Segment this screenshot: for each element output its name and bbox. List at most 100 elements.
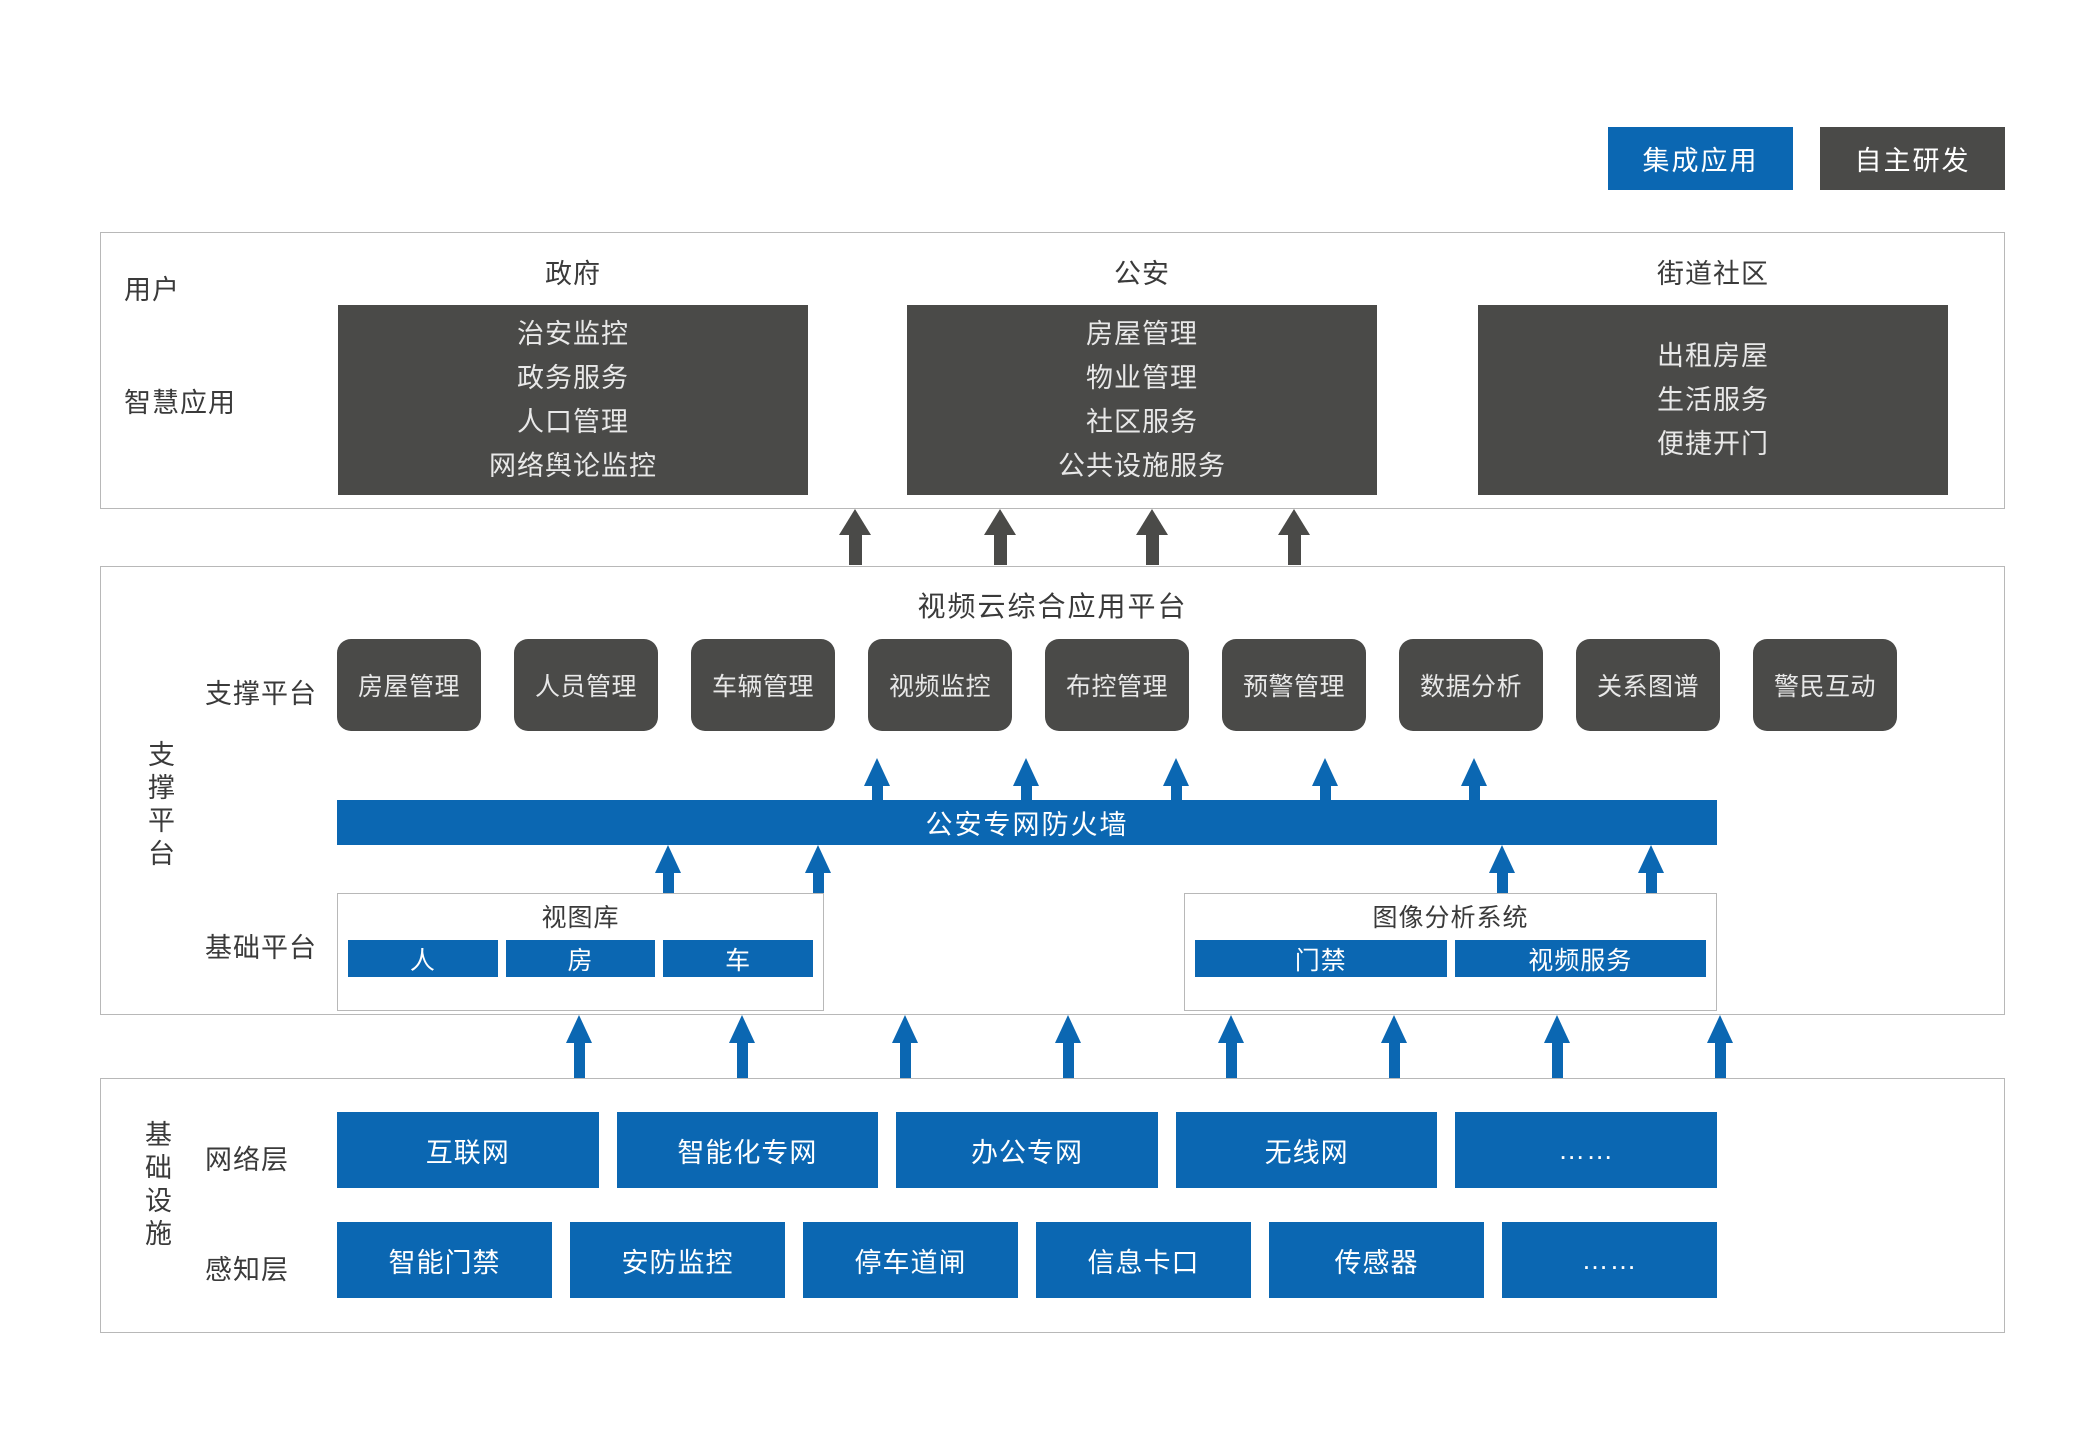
support-box-deployment-management[interactable]: 布控管理 <box>1045 639 1189 731</box>
platform-side-label: 支撑平台 <box>144 740 174 872</box>
arrow-platform-to-apps-1 <box>839 509 871 565</box>
app-item-government-3: 网络舆论监控 <box>489 451 657 481</box>
support-box-personnel-management[interactable]: 人员管理 <box>514 639 658 731</box>
perception-item-sensor[interactable]: 传感器 <box>1269 1222 1484 1298</box>
row-label-smart-app: 智慧应用 <box>124 388 236 418</box>
perception-item-label: …… <box>1581 1244 1638 1275</box>
firewall-label: 公安专网防火墙 <box>925 810 1129 840</box>
support-box-label: 房屋管理 <box>357 673 460 701</box>
base-group-view-library: 视图库 人 房 车 <box>337 893 824 1011</box>
support-box-label: 数据分析 <box>1419 673 1522 701</box>
app-column-title-government: 政府 <box>545 259 601 289</box>
app-box-street-community: 出租房屋 生活服务 便捷开门 <box>1478 305 1948 495</box>
row-label-network-layer: 网络层 <box>205 1145 289 1175</box>
app-item-public-security-1: 物业管理 <box>1086 363 1198 393</box>
perception-item-label: 传感器 <box>1334 1247 1419 1278</box>
arrow-infra-to-platform-1 <box>566 1015 592 1081</box>
network-item-ellipsis[interactable]: …… <box>1455 1112 1717 1188</box>
support-box-vehicle-management[interactable]: 车辆管理 <box>691 639 835 731</box>
arrow-infra-to-platform-6 <box>1381 1015 1407 1081</box>
base-group-image-analysis: 图像分析系统 门禁 视频服务 <box>1184 893 1717 1011</box>
perception-item-label: 安防监控 <box>621 1247 734 1278</box>
base-group-title-image-analysis: 图像分析系统 <box>1372 904 1529 932</box>
network-item-label: 智能化专网 <box>677 1137 818 1168</box>
app-item-public-security-0: 房屋管理 <box>1086 319 1198 349</box>
network-item-wireless-network[interactable]: 无线网 <box>1175 1112 1438 1188</box>
network-item-label: 无线网 <box>1264 1137 1349 1168</box>
app-item-public-security-3: 公共设施服务 <box>1058 451 1226 481</box>
app-column-title-street-community: 街道社区 <box>1657 259 1769 289</box>
app-column-government: 政府 治安监控 政务服务 人口管理 网络舆论监控 <box>338 255 808 495</box>
arrow-infra-to-platform-5 <box>1218 1015 1244 1081</box>
base-item-house[interactable]: 房 <box>505 940 656 977</box>
row-label-base-platform: 基础平台 <box>205 933 317 963</box>
network-item-label: …… <box>1558 1134 1615 1165</box>
legend-item-self-developed: 自主研发 <box>1820 127 2005 190</box>
legend-label-self-developed: 自主研发 <box>1854 146 1971 176</box>
base-item-vehicle[interactable]: 车 <box>663 940 814 977</box>
app-item-street-community-0: 出租房屋 <box>1657 341 1769 371</box>
arrow-infra-to-platform-4 <box>1055 1015 1081 1081</box>
base-item-label: 视频服务 <box>1528 946 1633 975</box>
base-item-person[interactable]: 人 <box>348 940 498 977</box>
arrow-platform-to-apps-4 <box>1278 509 1310 565</box>
arrow-infra-to-platform-7 <box>1544 1015 1570 1081</box>
app-item-government-1: 政务服务 <box>517 363 629 393</box>
arrow-platform-to-apps-3 <box>1136 509 1168 565</box>
support-box-early-warning-management[interactable]: 预警管理 <box>1222 639 1366 731</box>
app-item-government-2: 人口管理 <box>517 407 629 437</box>
perception-item-label: 智能门禁 <box>388 1247 501 1278</box>
arrow-infra-to-platform-8 <box>1707 1015 1733 1081</box>
perception-item-label: 停车道闸 <box>854 1247 967 1278</box>
network-item-office-private-network[interactable]: 办公专网 <box>896 1112 1158 1188</box>
base-item-video-service[interactable]: 视频服务 <box>1454 940 1706 977</box>
infrastructure-side-label: 基础设施 <box>141 1120 171 1252</box>
perception-item-information-checkpoint[interactable]: 信息卡口 <box>1036 1222 1251 1298</box>
app-column-title-public-security: 公安 <box>1114 259 1170 289</box>
app-column-public-security: 公安 房屋管理 物业管理 社区服务 公共设施服务 <box>907 255 1377 495</box>
perception-item-smart-access-control[interactable]: 智能门禁 <box>337 1222 552 1298</box>
arrow-infra-to-platform-3 <box>892 1015 918 1081</box>
base-item-label: 车 <box>725 946 752 975</box>
app-box-government: 治安监控 政务服务 人口管理 网络舆论监控 <box>338 305 808 495</box>
perception-item-parking-barrier[interactable]: 停车道闸 <box>803 1222 1018 1298</box>
base-items-image-analysis: 门禁 视频服务 <box>1195 940 1706 977</box>
support-box-data-analysis[interactable]: 数据分析 <box>1399 639 1543 731</box>
perception-item-security-monitoring[interactable]: 安防监控 <box>570 1222 785 1298</box>
base-item-label: 房 <box>567 946 594 975</box>
network-item-intelligent-private-network[interactable]: 智能化专网 <box>616 1112 879 1188</box>
support-box-relationship-graph[interactable]: 关系图谱 <box>1576 639 1720 731</box>
base-items-view-library: 人 房 车 <box>348 940 814 977</box>
support-box-label: 车辆管理 <box>711 673 814 701</box>
legend-label-integrated-app: 集成应用 <box>1642 146 1759 176</box>
base-item-access-control[interactable]: 门禁 <box>1195 940 1447 977</box>
support-box-label: 人员管理 <box>534 673 637 701</box>
support-box-label: 预警管理 <box>1242 673 1345 701</box>
firewall-bar: 公安专网防火墙 <box>337 800 1717 845</box>
perception-item-ellipsis[interactable]: …… <box>1502 1222 1717 1298</box>
network-item-label: 互联网 <box>425 1137 510 1168</box>
base-item-label: 门禁 <box>1294 946 1347 975</box>
support-box-label: 视频监控 <box>888 673 991 701</box>
platform-title: 视频云综合应用平台 <box>917 591 1188 622</box>
app-item-government-0: 治安监控 <box>517 319 629 349</box>
support-box-video-surveillance[interactable]: 视频监控 <box>868 639 1012 731</box>
arrow-infra-to-platform-2 <box>729 1015 755 1081</box>
app-item-public-security-2: 社区服务 <box>1086 407 1198 437</box>
app-box-public-security: 房屋管理 物业管理 社区服务 公共设施服务 <box>907 305 1377 495</box>
app-column-street-community: 街道社区 出租房屋 生活服务 便捷开门 <box>1478 255 1948 495</box>
support-box-police-public-interaction[interactable]: 警民互动 <box>1753 639 1897 731</box>
row-label-user: 用户 <box>124 275 180 305</box>
legend-item-integrated-app: 集成应用 <box>1608 127 1793 190</box>
app-item-street-community-1: 生活服务 <box>1657 385 1769 415</box>
base-item-label: 人 <box>409 946 436 975</box>
support-box-label: 关系图谱 <box>1596 673 1699 701</box>
app-item-street-community-2: 便捷开门 <box>1657 429 1769 459</box>
base-group-title-view-library: 视图库 <box>541 904 620 932</box>
support-box-house-management[interactable]: 房屋管理 <box>337 639 481 731</box>
network-item-internet[interactable]: 互联网 <box>337 1112 599 1188</box>
row-label-perception-layer: 感知层 <box>205 1255 289 1285</box>
network-item-label: 办公专网 <box>970 1137 1083 1168</box>
legend: 集成应用 自主研发 <box>1608 127 2005 190</box>
